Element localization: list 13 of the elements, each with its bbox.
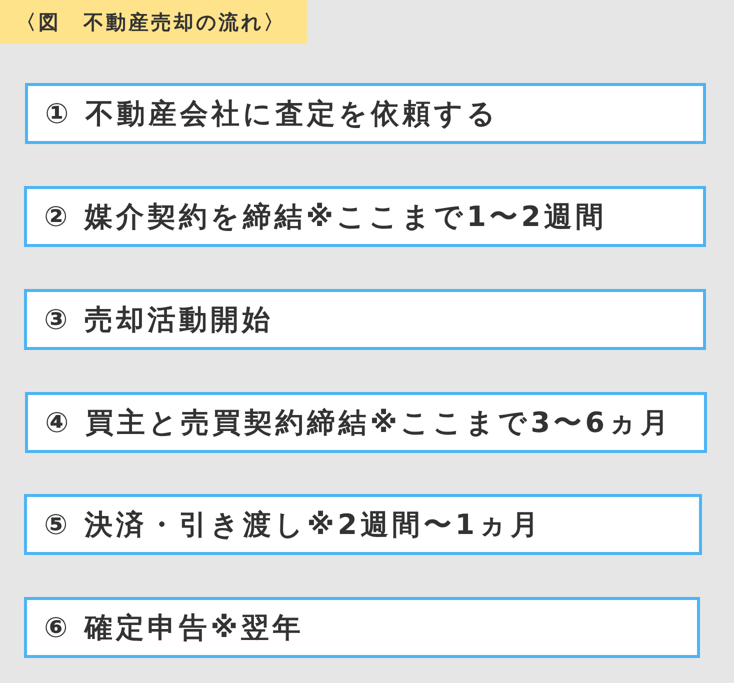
- step-text: ⑤ 決済・引き渡し※2週間〜1ヵ月: [44, 506, 542, 542]
- step-text: ③ 売却活動開始: [44, 302, 274, 338]
- step-text: ⑥ 確定申告※翌年: [44, 610, 304, 646]
- step-text: ④ 買主と売買契約締結※ここまで3〜6ヵ月: [45, 404, 672, 440]
- step-box: [24, 597, 700, 658]
- step-box: [24, 494, 702, 555]
- step-text: ① 不動産会社に査定を依頼する: [45, 96, 499, 132]
- step-text: ② 媒介契約を締結※ここまで1〜2週間: [44, 198, 608, 234]
- step-box: [25, 392, 707, 453]
- step-box: [25, 83, 706, 144]
- step-box: [24, 289, 706, 350]
- step-box: [24, 186, 706, 247]
- title-tag: 〈図 不動産売却の流れ〉: [0, 0, 307, 44]
